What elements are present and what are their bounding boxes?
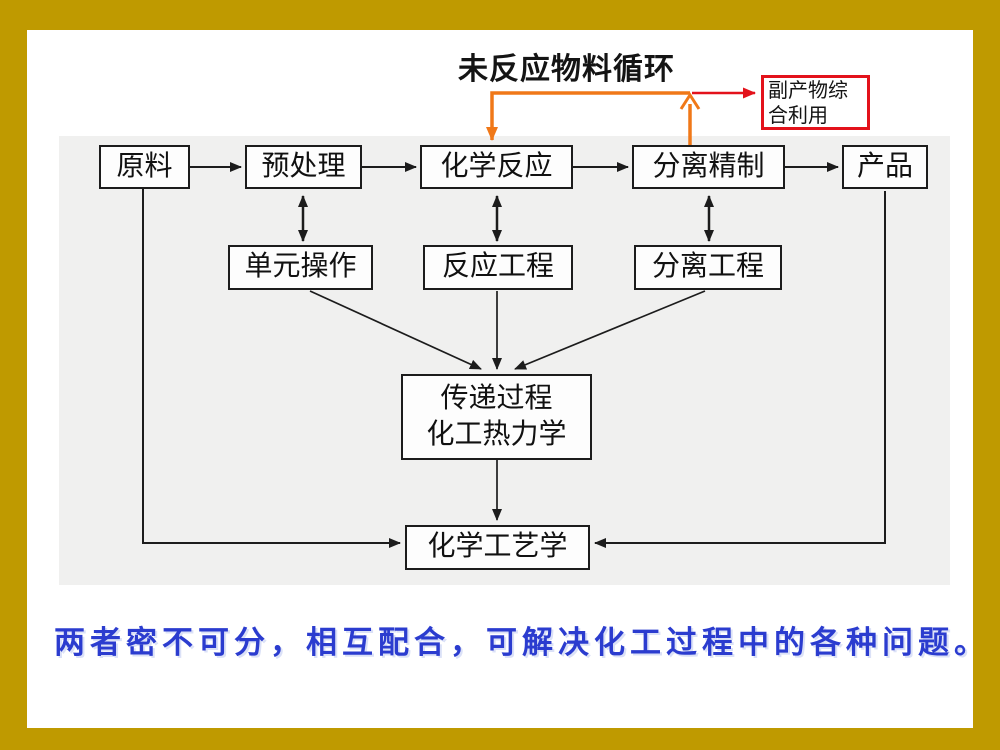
box-unit-operations: 单元操作: [228, 245, 373, 290]
byproduct-line1: 副产物综: [768, 80, 848, 102]
box-chemical-technology: 化学工艺学: [405, 525, 590, 570]
box-separation-refining-label: 分离精制: [652, 150, 765, 182]
box-separation-engineering: 分离工程: [634, 245, 782, 290]
diagram-panel: [59, 136, 950, 585]
footer-note: 两者密不可分，相互配合，可解决化工过程中的各种问题。: [54, 625, 990, 660]
byproduct-utilization-box: 副产物综 合利用: [761, 75, 870, 130]
box-product: 产品: [842, 145, 928, 189]
box-chemical-reaction-label: 化学反应: [440, 150, 553, 182]
box-raw-material: 原料: [99, 145, 190, 189]
box-pretreatment: 预处理: [245, 145, 362, 189]
box-separation-engineering-label: 分离工程: [651, 251, 764, 283]
box-transport-thermodynamics: 传递过程 化工热力学: [401, 374, 592, 460]
recycle-loop-title: 未反应物料循环: [458, 53, 675, 86]
box-reaction-engineering: 反应工程: [423, 245, 573, 290]
box-reaction-engineering-label: 反应工程: [441, 251, 554, 283]
box-chemical-technology-label: 化学工艺学: [427, 531, 568, 563]
box-raw-material-label: 原料: [116, 150, 173, 182]
byproduct-line2: 合利用: [768, 105, 828, 127]
box-product-label: 产品: [856, 150, 913, 182]
box-pretreatment-label: 预处理: [261, 150, 346, 182]
box-separation-refining: 分离精制: [632, 145, 785, 189]
box-unit-operations-label: 单元操作: [244, 251, 357, 283]
box-transport-line2: 化工热力学: [426, 419, 567, 450]
box-transport-line1: 传递过程: [440, 382, 553, 414]
box-chemical-reaction: 化学反应: [420, 145, 573, 189]
